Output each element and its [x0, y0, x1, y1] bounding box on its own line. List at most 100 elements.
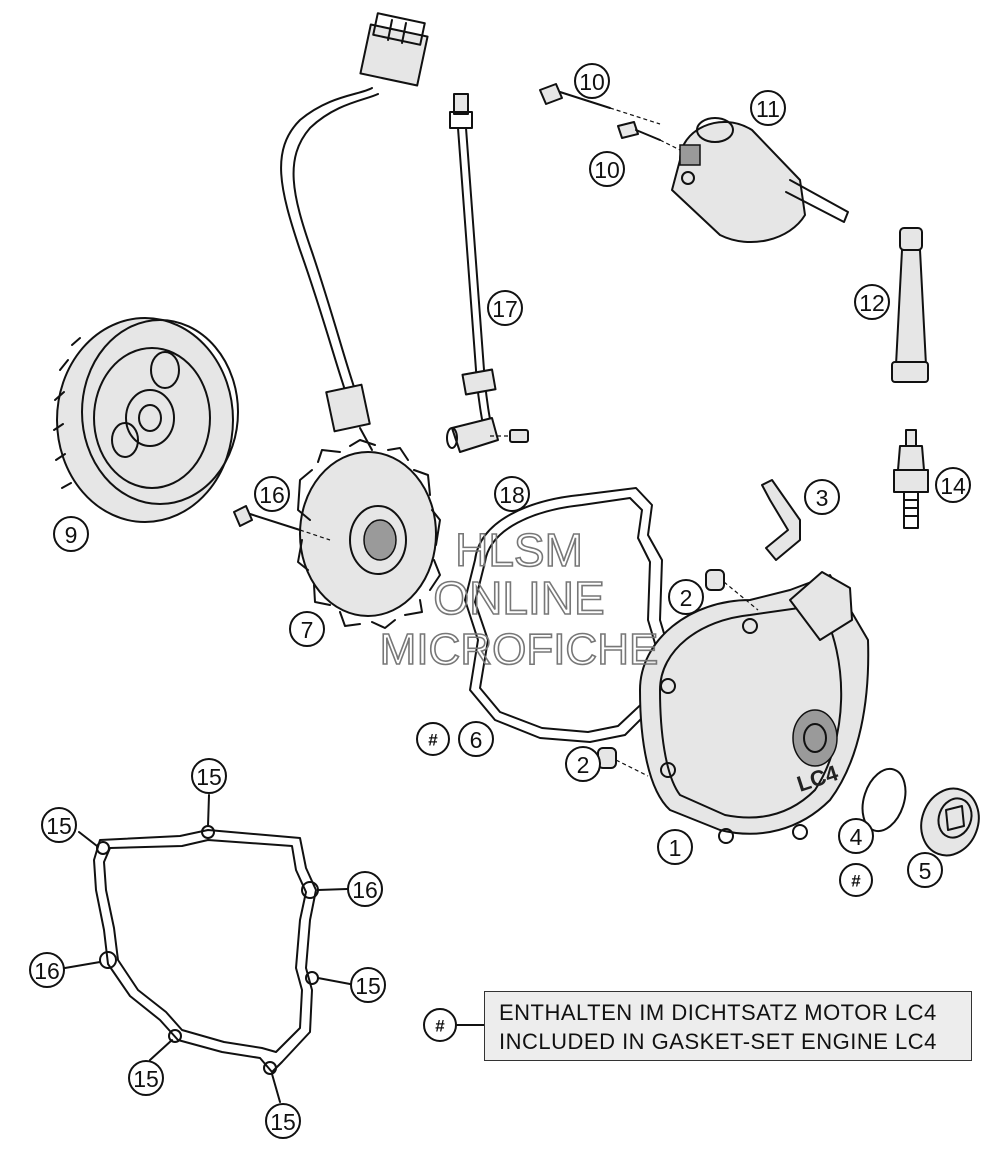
- callout-17: 15: [128, 1060, 164, 1096]
- callout-label: 14: [940, 473, 966, 499]
- hash-marker-label: #: [428, 731, 438, 750]
- callout-18: 15: [265, 1103, 301, 1139]
- callout-20: 16: [347, 871, 383, 907]
- hash-marker-circle: [423, 1008, 457, 1042]
- watermark-line-1: HLSM: [455, 524, 583, 576]
- callout-2: 2: [565, 746, 601, 782]
- callout-label: 15: [270, 1109, 296, 1135]
- callout-circle: [494, 476, 530, 512]
- callout-label: 9: [65, 522, 78, 548]
- callout-label: 7: [301, 617, 314, 643]
- callout-circle: [350, 967, 386, 1003]
- legend-line-german: ENTHALTEN IM DICHTSATZ MOTOR LC4: [499, 1000, 937, 1025]
- callout-circle: [191, 758, 227, 794]
- hash-marker-1: #: [839, 863, 873, 897]
- callout-1: 2: [668, 579, 704, 615]
- callout-circle: [574, 63, 610, 99]
- watermark: HLSM ONLINE MICROFICHE: [379, 523, 659, 675]
- callout-14: 15: [191, 758, 227, 794]
- callout-10: 10: [589, 151, 625, 187]
- callout-label: 18: [499, 482, 525, 508]
- callout-circle: [668, 579, 704, 615]
- callout-circle: [128, 1060, 164, 1096]
- hash-marker-label: #: [851, 872, 861, 891]
- callout-16: 15: [350, 967, 386, 1003]
- callout-circle: [750, 90, 786, 126]
- callout-6: 6: [458, 721, 494, 757]
- callout-9: 10: [574, 63, 610, 99]
- callout-21: 16: [29, 952, 65, 988]
- hash-marker-label: #: [435, 1017, 445, 1036]
- starter-screws: [539, 83, 681, 151]
- callout-13: 14: [935, 467, 971, 503]
- callout-label: 1: [669, 835, 682, 861]
- callout-circle: [289, 611, 325, 647]
- callout-circle: [838, 818, 874, 854]
- callout-circle: [487, 290, 523, 326]
- generator-cover: LC4: [639, 571, 870, 844]
- legend-line-english: INCLUDED IN GASKET-SET ENGINE LC4: [499, 1029, 937, 1054]
- callout-label: 3: [816, 485, 829, 511]
- callout-circle: [265, 1103, 301, 1139]
- pulse-generator-cable: [446, 93, 499, 453]
- stator: [297, 439, 441, 629]
- starter-motor: [671, 117, 849, 243]
- callout-23: 18: [494, 476, 530, 512]
- callout-circle: [29, 952, 65, 988]
- callout-circle: [53, 516, 89, 552]
- callout-label: 11: [756, 96, 780, 122]
- callout-label: 16: [259, 482, 285, 508]
- callout-label: 15: [133, 1066, 159, 1092]
- dowel-pins: [597, 569, 759, 777]
- watermark-line-3: MICROFICHE: [380, 625, 659, 674]
- callout-4: 4: [838, 818, 874, 854]
- callout-circle: [458, 721, 494, 757]
- cover-gasket: [464, 487, 673, 743]
- hash-marker-circle: [416, 722, 450, 756]
- callout-circle: [565, 746, 601, 782]
- callout-label: 12: [859, 290, 885, 316]
- hash-marker-2: #: [423, 1008, 457, 1042]
- pickup-screw: [490, 429, 529, 443]
- callout-label: 6: [470, 727, 483, 753]
- hash-marker-layer: # # #: [416, 722, 873, 1042]
- callout-circle: [854, 284, 890, 320]
- callout-8: 9: [53, 516, 89, 552]
- spark-plug: [893, 429, 929, 529]
- callout-label: 15: [196, 764, 222, 790]
- screw-plug: [920, 787, 980, 857]
- callout-3: 3: [804, 479, 840, 515]
- callout-circle: [907, 852, 943, 888]
- callout-circle: [347, 871, 383, 907]
- callout-label: 4: [850, 824, 863, 850]
- callout-label: 17: [492, 296, 518, 322]
- callout-11: 11: [750, 90, 786, 126]
- callout-circle: [254, 476, 290, 512]
- spark-plug-connector: [891, 227, 929, 383]
- callout-circle: [41, 807, 77, 843]
- callout-label: 10: [594, 157, 620, 183]
- stator-wiring-harness: [280, 12, 429, 451]
- callout-label: 2: [680, 585, 693, 611]
- callout-22: 17: [487, 290, 523, 326]
- callout-label: 16: [352, 877, 378, 903]
- legend-box: ENTHALTEN IM DICHTSATZ MOTOR LC4 INCLUDE…: [484, 991, 972, 1061]
- gasket-detail-drawing: [64, 794, 351, 1103]
- callout-label: 16: [34, 958, 60, 984]
- callout-0: 1: [657, 829, 693, 865]
- flywheel-rotor: [53, 317, 239, 523]
- callout-15: 15: [41, 807, 77, 843]
- o-ring: [861, 767, 907, 833]
- callout-5: 5: [907, 852, 943, 888]
- stator-bolt: [233, 505, 331, 541]
- callout-label: 2: [577, 752, 590, 778]
- callout-label: 15: [46, 813, 72, 839]
- callout-circle: [657, 829, 693, 865]
- watermark-line-2: ONLINE: [433, 572, 604, 624]
- callout-circle: [589, 151, 625, 187]
- callout-label: 10: [579, 69, 605, 95]
- hash-marker-circle: [839, 863, 873, 897]
- callout-19: 16: [254, 476, 290, 512]
